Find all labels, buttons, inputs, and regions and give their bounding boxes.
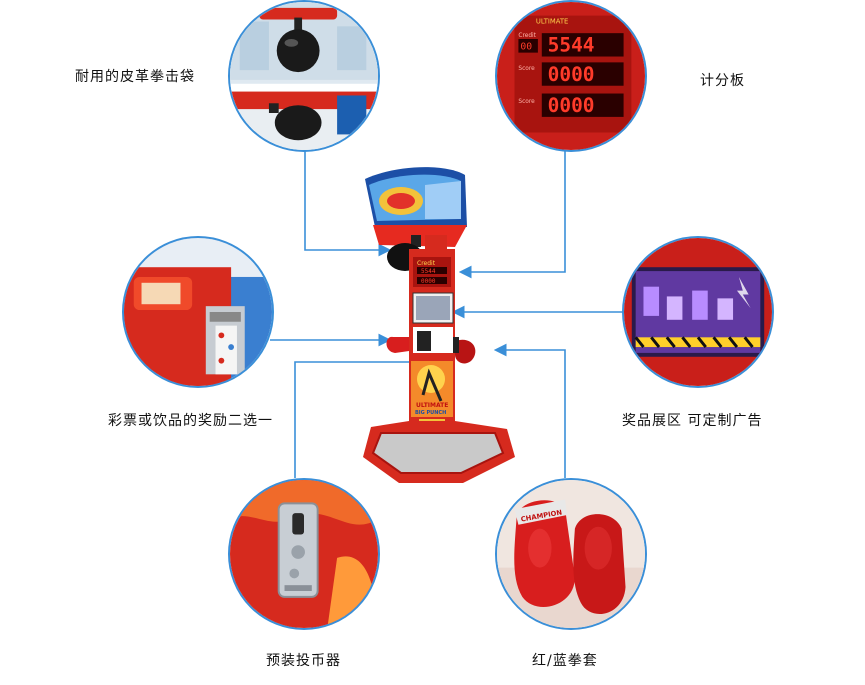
rewards-circle [122, 236, 274, 388]
rewards-photo [124, 238, 272, 386]
punching-bag-circle [228, 0, 380, 152]
gloves-label: 红/蓝拳套 [532, 653, 598, 669]
coin-acceptor-label: 预装投币器 [266, 653, 341, 669]
prize-area-photo [624, 238, 772, 386]
scoreboard-photo: ULTIMATE Credit 00 5544 Score 0000 Score… [497, 2, 645, 150]
credit-value: 00 [520, 42, 532, 53]
rewards-label: 彩票或饮品的奖励二选一 [108, 413, 273, 429]
gloves-photo: CHAMPION [497, 480, 645, 628]
score-bottom-value: 0000 [548, 94, 595, 117]
coin-acceptor-photo [230, 480, 378, 628]
machine-title-line1: ULTIMATE [416, 402, 448, 409]
mini-score-top: 5544 [421, 268, 436, 275]
mini-score-mid: 0000 [421, 278, 436, 285]
scoreboard-circle: ULTIMATE Credit 00 5544 Score 0000 Score… [495, 0, 647, 152]
scoreboard-brand: ULTIMATE [536, 17, 568, 25]
score-label-mid: Score [518, 66, 535, 72]
punching-bag-photo [230, 2, 378, 150]
gloves-circle: CHAMPION [495, 478, 647, 630]
credit-label: Credit [518, 33, 536, 39]
score-mid-value: 0000 [548, 63, 595, 86]
prize-area-label: 奖品展区 可定制广告 [622, 413, 763, 429]
punching-bag-label: 耐用的皮革拳击袋 [75, 69, 195, 85]
coin-acceptor-circle [228, 478, 380, 630]
boxing-machine: Credit 5544 0000 ULTIMATE BIG PUNCH [363, 167, 515, 483]
score-label-bottom: Score [518, 99, 535, 105]
scoreboard-label: 计分板 [700, 73, 745, 89]
score-top-value: 5544 [548, 34, 595, 57]
prize-area-circle [622, 236, 774, 388]
machine-title-line2: BIG PUNCH [415, 410, 446, 416]
mini-credit-label: Credit [417, 260, 436, 267]
